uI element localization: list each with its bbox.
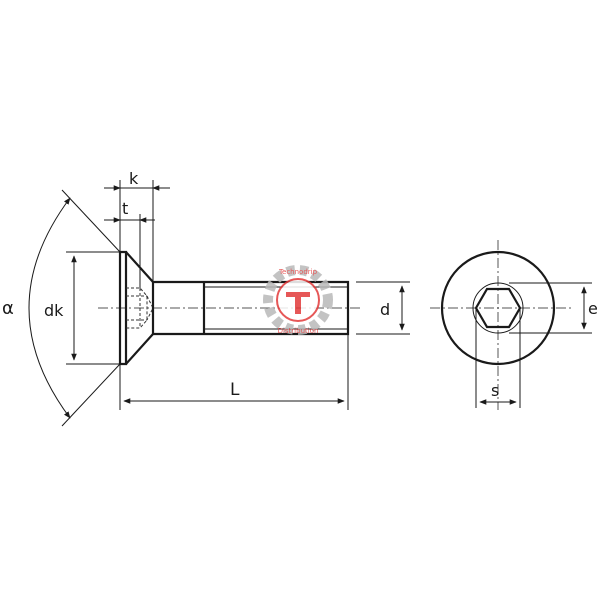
dimension-alpha: α <box>2 189 121 427</box>
screw-side-view <box>98 250 362 366</box>
socket-cone-hidden <box>146 295 154 321</box>
watermark-text-top: Technodrip <box>278 268 318 276</box>
watermark-gear <box>263 265 333 335</box>
socket-circle <box>472 282 524 334</box>
screw-end-view <box>430 240 572 410</box>
label-dk: dk <box>44 301 64 320</box>
dimension-t: t <box>104 199 155 288</box>
label-s: s <box>491 381 499 400</box>
dimension-k: k <box>104 169 170 282</box>
dimension-s: s <box>475 308 521 408</box>
watermark-symbol <box>286 292 310 314</box>
label-L: L <box>230 380 240 400</box>
label-d: d <box>380 300 390 319</box>
label-alpha: α <box>2 298 14 319</box>
label-t: t <box>122 199 128 218</box>
head-outline-circle <box>440 250 556 366</box>
dimension-dk: dk <box>44 251 120 365</box>
hex-socket-hidden <box>126 287 148 329</box>
dimension-L: L <box>119 334 349 410</box>
label-e: e <box>588 299 598 318</box>
dimension-e: e <box>509 282 598 334</box>
label-k: k <box>129 169 139 188</box>
watermark-logo: Technodrip Distribution <box>263 265 333 335</box>
watermark-text-bottom: Distribution <box>278 327 319 335</box>
dimension-d: d <box>356 281 410 335</box>
